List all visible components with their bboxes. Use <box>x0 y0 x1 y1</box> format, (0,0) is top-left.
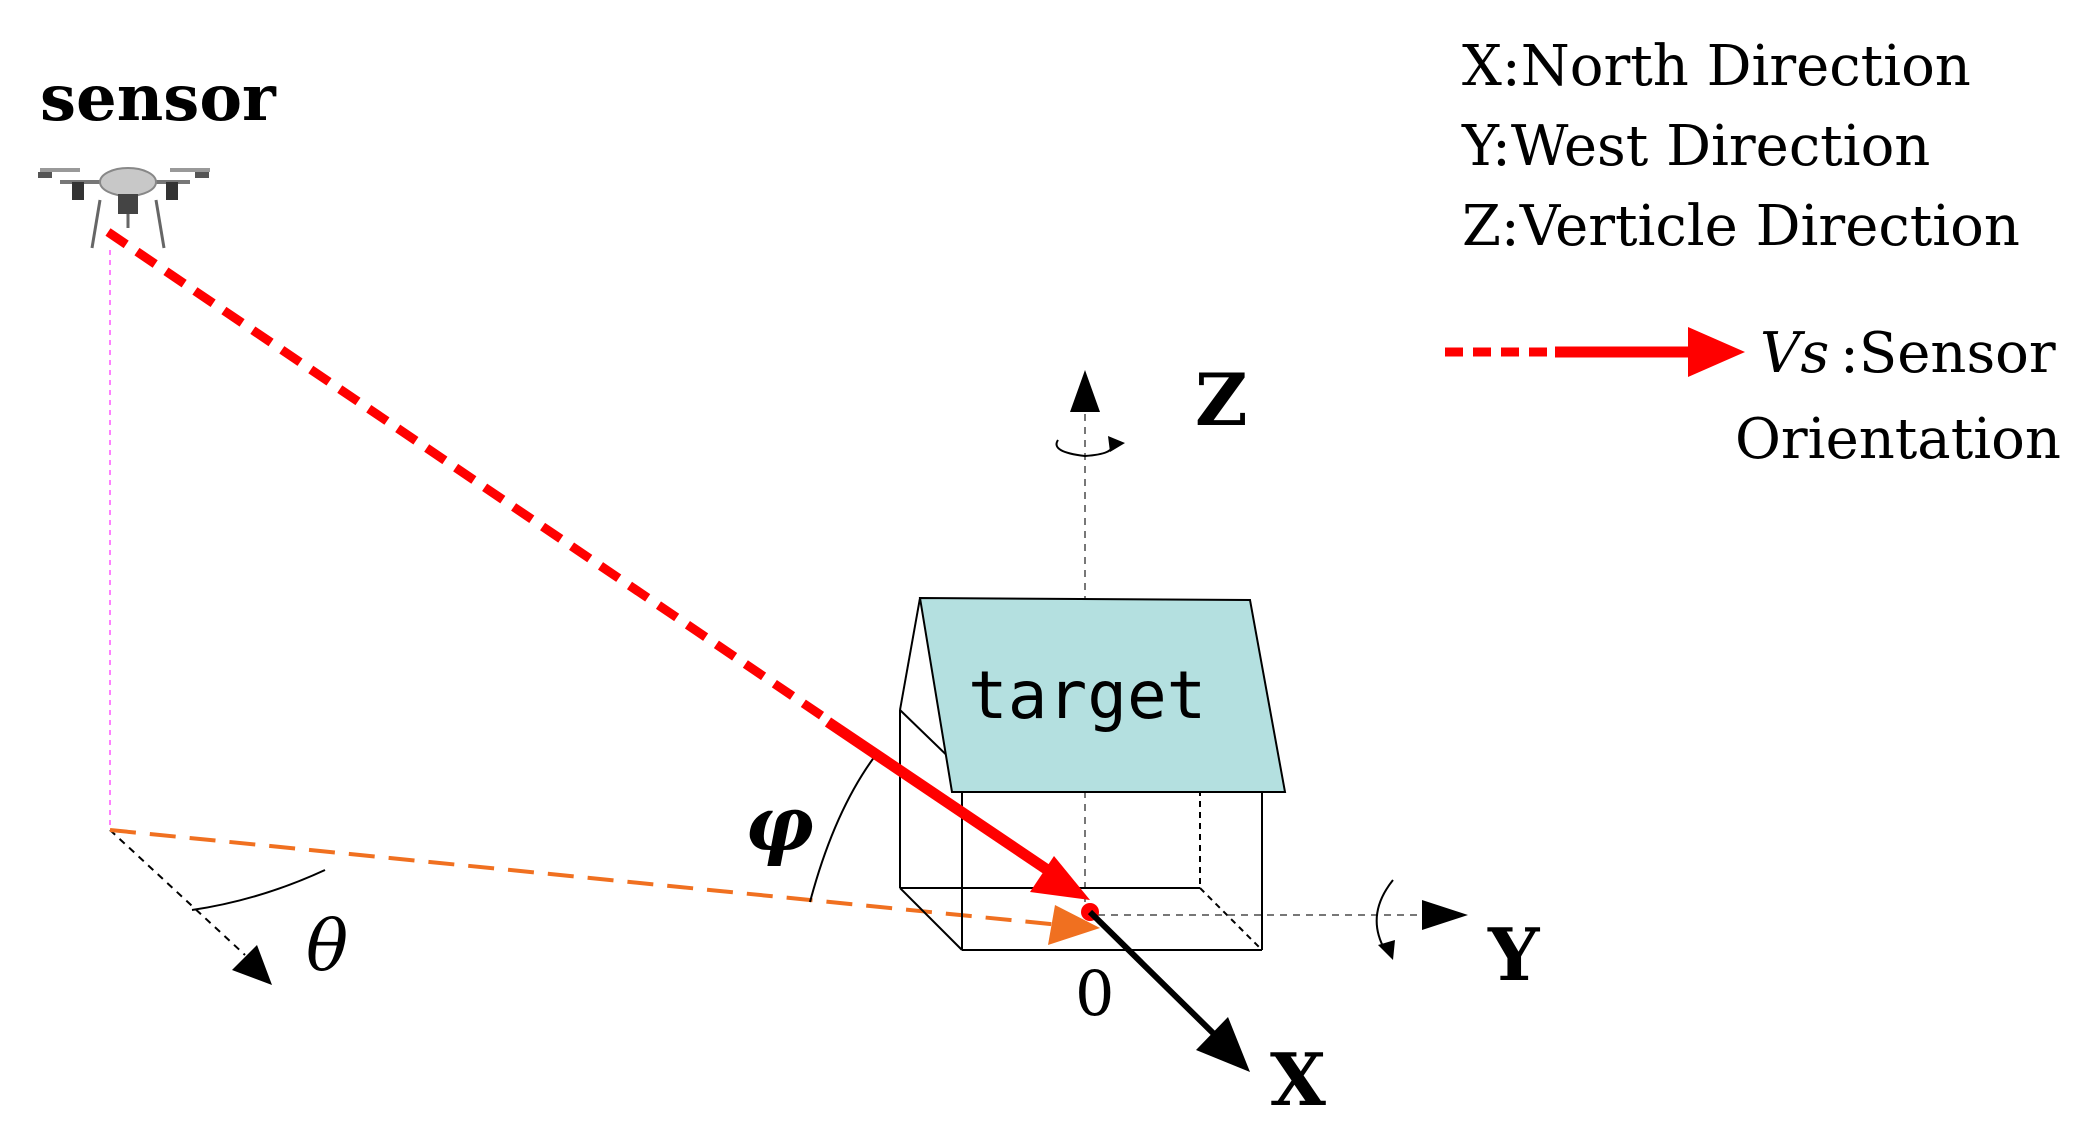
y-axis-label: Y <box>1487 912 1541 997</box>
drone-icon <box>38 167 210 249</box>
z-axis-label: Z <box>1195 357 1248 442</box>
legend-x-direction: X:North Direction <box>1462 34 1971 99</box>
theta-arrowhead <box>232 945 272 985</box>
theta-arc <box>191 869 326 911</box>
ground-reference-line <box>109 829 246 956</box>
z-axis-arrowhead <box>1070 370 1100 412</box>
phi-arc <box>809 751 879 903</box>
x-axis-line <box>1087 909 1218 1038</box>
y-axis-arrowhead <box>1422 900 1468 930</box>
legend-vs-symbol: Vs <box>1760 321 1829 386</box>
legend-vs-label: :Sensor <box>1840 321 2056 386</box>
legend-vector-arrowhead <box>1688 327 1745 377</box>
sensor-label: sensor <box>40 61 277 136</box>
target-roof <box>918 596 1287 793</box>
sensor-vector-dashed <box>105 228 828 722</box>
ground-projection-line <box>109 828 1061 927</box>
sensor-vector-arrowhead <box>1030 856 1090 900</box>
sensor-vector-solid <box>824 717 1059 880</box>
x-axis-label: X <box>1270 1037 1326 1122</box>
projection-arrowhead <box>1048 905 1100 945</box>
y-rotation-icon <box>1375 879 1394 951</box>
phi-label: φ <box>745 779 814 868</box>
target-label: target <box>968 657 1206 734</box>
theta-label: θ <box>306 905 348 987</box>
legend-y-direction: Y:West Direction <box>1461 114 1930 179</box>
origin-label: 0 <box>1075 957 1114 1030</box>
legend-orientation: Orientation <box>1735 407 2061 472</box>
x-axis-arrowhead <box>1196 1017 1250 1072</box>
legend: X:North Direction Y:West Direction Z:Ver… <box>1445 34 2061 472</box>
legend-z-direction: Z:Verticle Direction <box>1462 194 2020 259</box>
